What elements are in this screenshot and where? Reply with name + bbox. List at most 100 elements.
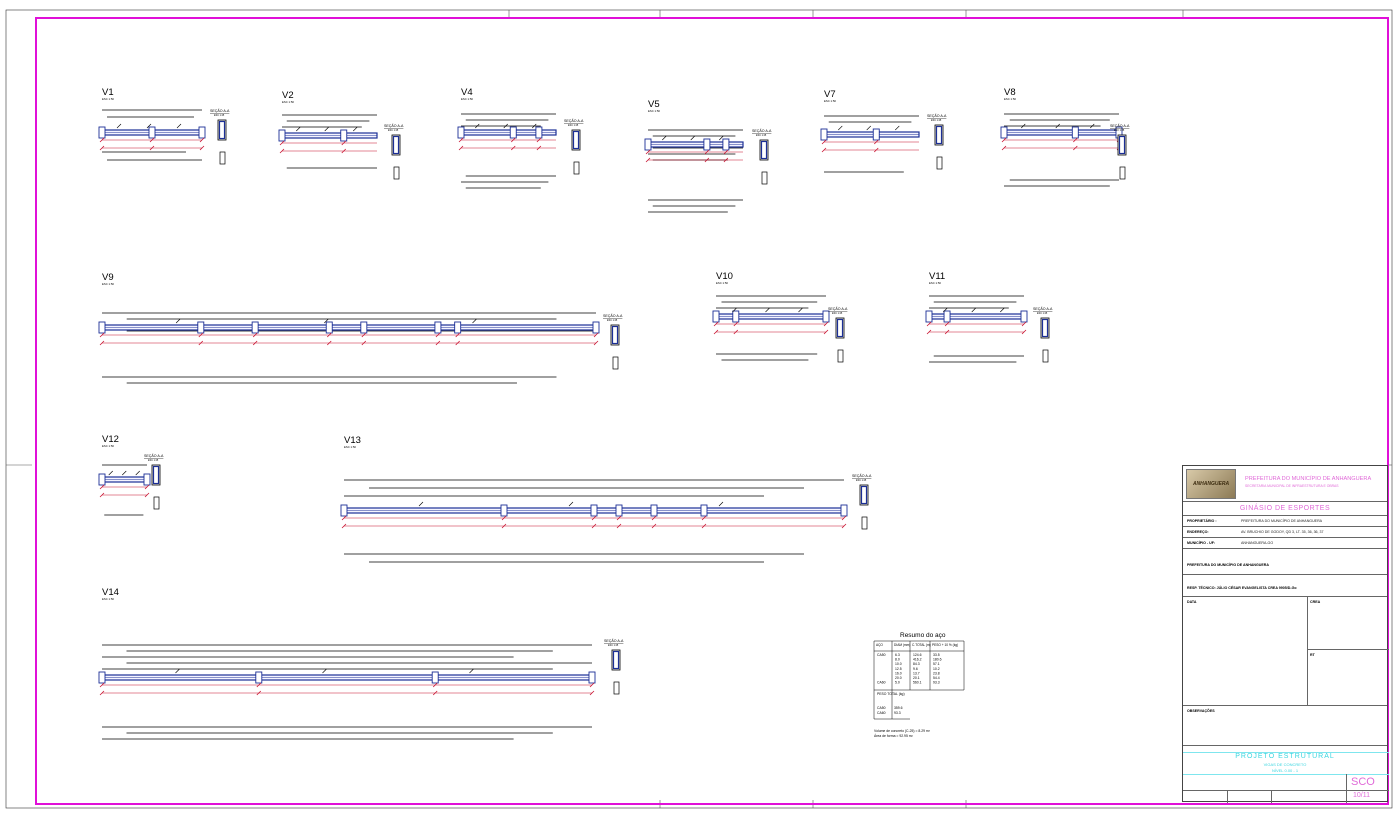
section-label: SEÇÃO A-A: [752, 128, 772, 133]
support-pillar: [325, 321, 333, 334]
summary-cell: 20.1: [913, 676, 920, 680]
support-pillar: [434, 321, 442, 334]
frame-ticks: [6, 10, 1392, 808]
code-hline: [1183, 790, 1389, 791]
stirrup-mark: [176, 123, 182, 129]
support-pillar: [454, 321, 462, 334]
section-stirrup: [1041, 318, 1049, 338]
stirrup-mark: [108, 470, 113, 476]
dimension-tick: [144, 492, 150, 498]
support-pillar: [712, 310, 720, 323]
dimension-tick: [1001, 145, 1007, 151]
dimension-tick: [99, 682, 105, 688]
responsible-row: RESP. TÉCNICO: JÚLIO CÉSAR EVANGELISTA C…: [1183, 575, 1387, 597]
beam-title: V2: [282, 90, 294, 101]
summary-cell: 57.1: [933, 662, 940, 666]
stirrup-detail: [1042, 349, 1049, 363]
stirrup-mark: [324, 318, 329, 324]
beam-scale: ESC 1:50: [716, 281, 728, 285]
dimension-tick: [458, 145, 464, 151]
summary-cell: 9.6: [913, 667, 918, 671]
section-label: SEÇÃO A-A: [852, 473, 872, 478]
cell-divider-1: [1227, 790, 1228, 803]
beam-scale: ESC 1:50: [102, 282, 114, 286]
section-outline: [835, 317, 845, 339]
beam-title: V12: [102, 434, 119, 445]
support-pillar: [197, 321, 205, 334]
beam-scale: ESC 1:50: [102, 597, 114, 601]
stirrup-detail: [613, 681, 620, 695]
support-pillar: [360, 321, 368, 334]
dimension-tick: [713, 329, 719, 335]
beam-title: V13: [344, 435, 361, 446]
stirrup-mark: [353, 126, 358, 132]
section-stirrup: [572, 130, 580, 150]
support-pillar: [820, 128, 828, 141]
beam-title: V9: [102, 272, 114, 283]
summary-peso-cell: 93.3: [894, 711, 901, 715]
concrete-volume: Volume de concreto (C-25) = 8.29 m³: [874, 729, 931, 733]
section-scale: ESC 1:25: [214, 114, 225, 117]
beam-title: V14: [102, 587, 119, 598]
dimension-tick: [589, 690, 595, 696]
crea-label: CREA: [1310, 600, 1321, 604]
stirrup-detail: [761, 171, 768, 185]
stirrup-mark: [146, 123, 152, 129]
dimension-tick: [1001, 137, 1007, 143]
stirrup-detail: [936, 156, 943, 170]
stirrup-mark: [324, 126, 329, 132]
code-divider: [1346, 774, 1347, 803]
support-pillar: [457, 126, 465, 139]
sheet-sub2: NÍVEL 0.00 - 1: [1271, 768, 1299, 773]
dimension-tick: [651, 523, 657, 529]
date-label: DATA: [1187, 600, 1197, 604]
dimension-tick: [873, 147, 879, 153]
section-outline: [571, 129, 581, 151]
summary-cell: 23.8: [933, 671, 940, 675]
dimension-tick: [733, 329, 739, 335]
dimension-tick: [198, 340, 204, 346]
stirrup-mark: [866, 125, 871, 131]
stirrup-mark: [718, 501, 724, 507]
section-label: SEÇÃO A-A: [564, 118, 584, 123]
support-pillar: [98, 126, 106, 139]
section-label: SEÇÃO A-A: [1110, 123, 1130, 128]
stirrup-detail: [393, 166, 400, 180]
dimension-tick: [645, 157, 651, 163]
section-stirrup: [935, 125, 943, 145]
stirrup-mark: [838, 125, 843, 131]
dimension-tick: [616, 523, 622, 529]
dimension-tick: [591, 523, 597, 529]
section-outline: [859, 484, 869, 506]
section-outline: [759, 139, 769, 161]
stirrup-detail: [837, 349, 844, 363]
dimension-tick: [733, 321, 739, 327]
section-label: SEÇÃO A-A: [210, 108, 230, 113]
summary-cell: 8.0: [895, 658, 900, 662]
dimension-tick: [144, 484, 150, 490]
section-stirrup: [218, 120, 226, 140]
sheet-info-row: PROJETO ESTRUTURAL VIGAS DE CONCRETO NÍV…: [1183, 746, 1389, 803]
summary-cell: 12.5: [895, 667, 902, 671]
summary-cell: 10.2: [933, 667, 940, 671]
dimension-tick: [435, 340, 441, 346]
beam-title: V11: [929, 271, 945, 282]
cyan-line-2: [1183, 774, 1389, 775]
stirrup-mark: [116, 123, 122, 129]
beam-scale: ESC 1:50: [461, 97, 473, 101]
dimension-tick: [1073, 145, 1078, 151]
stirrup-detail: [1119, 166, 1126, 180]
address-row: ENDEREÇO: AV. BRUCHIO DE GODOY, QD 3, LT…: [1183, 527, 1387, 538]
project-title: GINÁSIO DE ESPORTES: [1239, 505, 1331, 512]
dimension-tick: [841, 523, 847, 529]
dimension-tick: [455, 340, 460, 346]
dimension-tick: [99, 484, 105, 490]
